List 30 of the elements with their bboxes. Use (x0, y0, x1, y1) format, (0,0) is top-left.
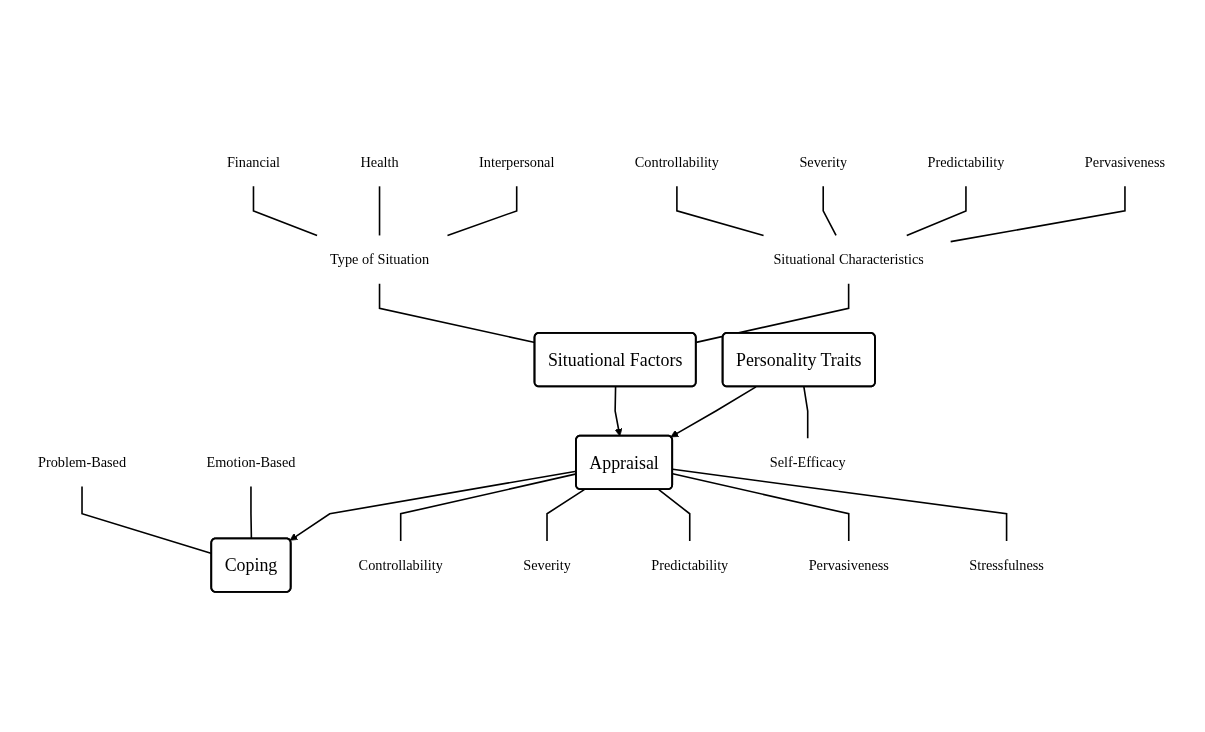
node-text: Self-Efficacy (769, 454, 846, 470)
connector (803, 386, 809, 440)
node-text: Interpersonal (479, 154, 555, 170)
node-text: Stressfulness (969, 557, 1044, 573)
node-text: Health (360, 154, 399, 170)
connector (250, 485, 253, 540)
connector (446, 185, 518, 237)
arrow (614, 386, 623, 437)
node-text: Controllability (358, 557, 443, 573)
node-text: Situational Characteristics (773, 251, 924, 267)
node-text: Pervasiveness (1084, 154, 1166, 170)
node-text: Emotion-Based (206, 454, 296, 470)
node-text: Predictability (927, 154, 1005, 170)
connector (905, 185, 967, 237)
connector (252, 185, 318, 237)
node-text: Type of Situation (330, 251, 430, 267)
node-text: Predictability (651, 557, 729, 573)
node-text: Financial (226, 154, 281, 170)
node-text: Severity (799, 154, 848, 170)
node-text: Severity (523, 557, 571, 573)
arrow (670, 386, 757, 438)
connector (676, 185, 765, 237)
connector (695, 282, 850, 344)
connector (657, 488, 691, 542)
connector (949, 185, 1126, 243)
node-text: Problem-Based (37, 454, 127, 470)
node-text: Controllability (634, 154, 719, 170)
connector (378, 185, 381, 237)
node-text: Pervasiveness (808, 557, 889, 573)
connector (822, 185, 837, 237)
